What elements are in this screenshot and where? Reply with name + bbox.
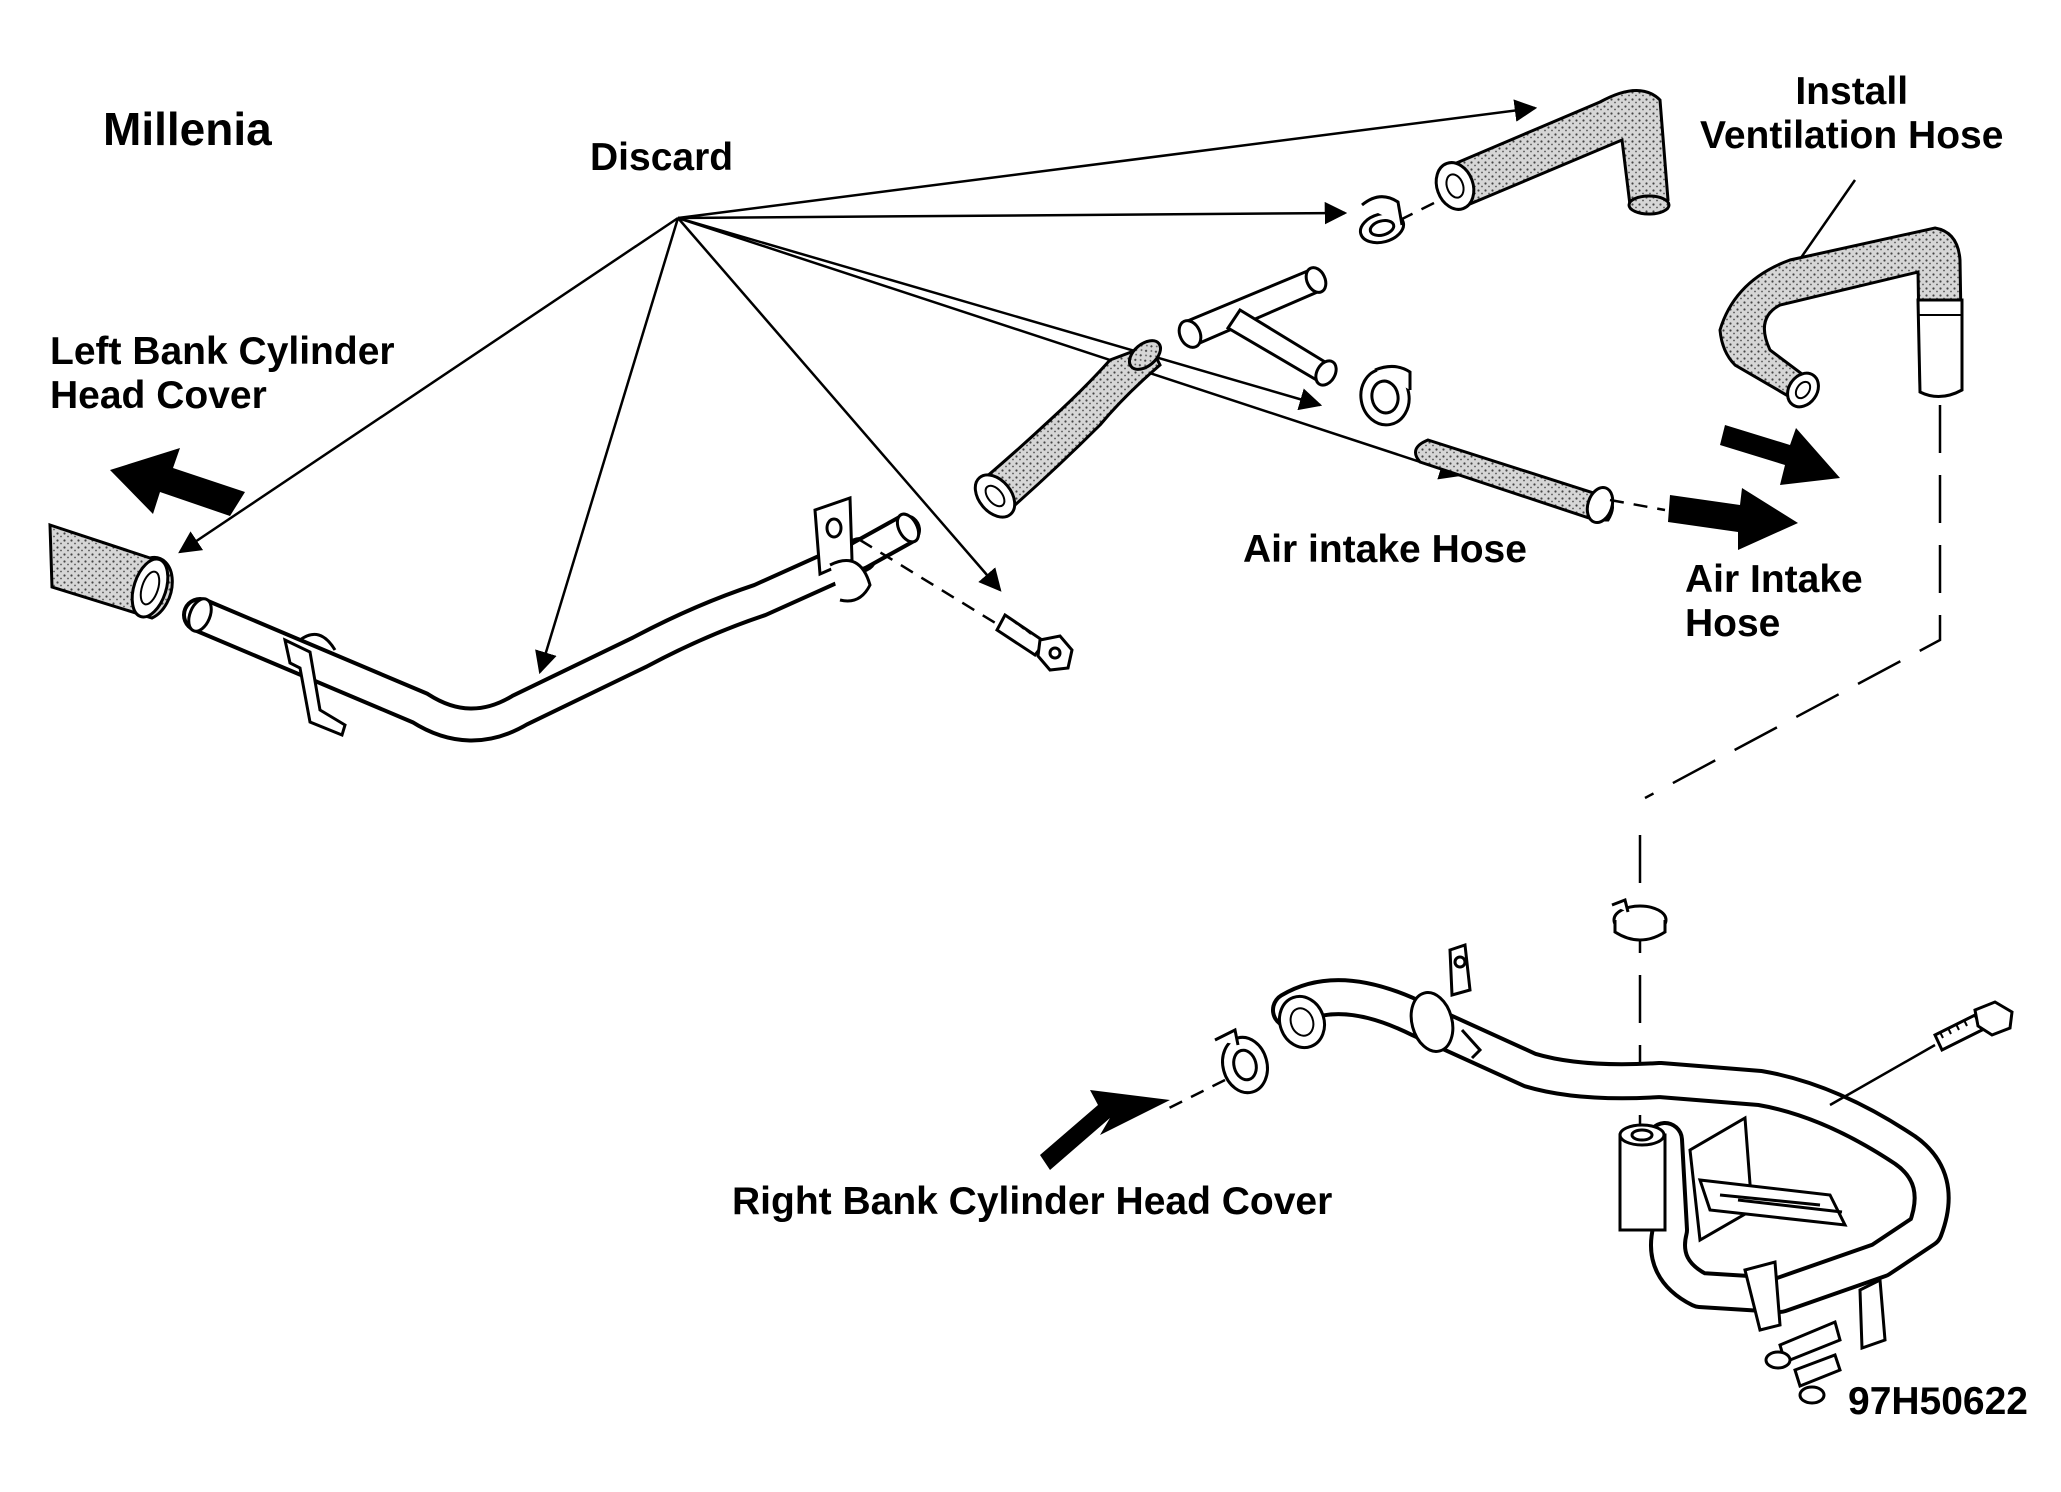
pipe-bracket xyxy=(813,495,872,603)
air-intake-hose-part xyxy=(1414,438,1615,525)
upper-dashed xyxy=(1399,194,1449,222)
discard-leaders xyxy=(178,99,1538,675)
leader-to-upper-hose xyxy=(677,99,1538,220)
bolt-dashed-line xyxy=(859,538,1011,634)
new-ventilation-hose xyxy=(1718,226,1964,409)
t-fitting xyxy=(1177,266,1338,387)
upper-clamp xyxy=(1358,195,1406,245)
install-ventilation-hose-label: Install Ventilation Hose xyxy=(1700,70,2004,157)
leader-to-left-hose xyxy=(178,216,679,554)
upper-elbow-hose xyxy=(1434,89,1671,216)
discard-label: Discard xyxy=(590,136,734,179)
right-bank-pipe xyxy=(1271,978,1951,1314)
right-bank-dashed xyxy=(1164,1078,1226,1112)
right-bolt-leader xyxy=(1829,1043,1936,1107)
right-bank-elbow-end xyxy=(1277,994,1327,1050)
leader-to-bolt xyxy=(677,217,1002,592)
ventilation-routing-dashed xyxy=(1644,405,1942,800)
right-bank-label: Right Bank Cylinder Head Cover xyxy=(732,1180,1333,1223)
leader-to-pipe xyxy=(535,217,680,675)
new-hose-direction-arrow xyxy=(1720,425,1840,485)
leader-to-upper-clamp xyxy=(677,201,1348,225)
model-title: Millenia xyxy=(103,103,272,155)
left-bank-hose xyxy=(48,522,174,620)
figure-code: 97H50622 xyxy=(1848,1380,2028,1423)
right-bank-vertical-stub xyxy=(1618,1123,1667,1232)
left-metal-pipe xyxy=(182,512,921,743)
right-bank-direction-arrow xyxy=(1040,1090,1170,1170)
right-bank-band xyxy=(1743,1260,1782,1332)
bolt-right xyxy=(1933,1000,2014,1053)
right-bank-clamp-top xyxy=(1611,897,1668,942)
left-pipe-clip xyxy=(282,632,347,738)
right-bank-fitting xyxy=(1409,942,1483,1060)
middle-s-hose xyxy=(973,339,1162,519)
air-intake-hose-direction-label: Air Intake Hose xyxy=(1685,558,1863,645)
leader-to-air-intake-hose xyxy=(677,216,1463,480)
left-bank-label: Left Bank Cylinder Head Cover xyxy=(50,330,395,417)
bolt-left xyxy=(995,612,1074,672)
air-intake-dashed xyxy=(1609,498,1666,512)
air-intake-direction-arrow xyxy=(1668,488,1798,550)
air-intake-hose-part-label: Air intake Hose xyxy=(1243,528,1527,571)
leader-to-lower-clamp xyxy=(677,216,1323,411)
lower-clamp xyxy=(1359,365,1412,427)
right-bank-left-clamp xyxy=(1214,1027,1269,1095)
right-bank-bracket xyxy=(1688,1115,1848,1243)
right-bank-lower-fittings xyxy=(1764,1277,1887,1405)
left-bank-direction-arrow xyxy=(110,448,245,516)
